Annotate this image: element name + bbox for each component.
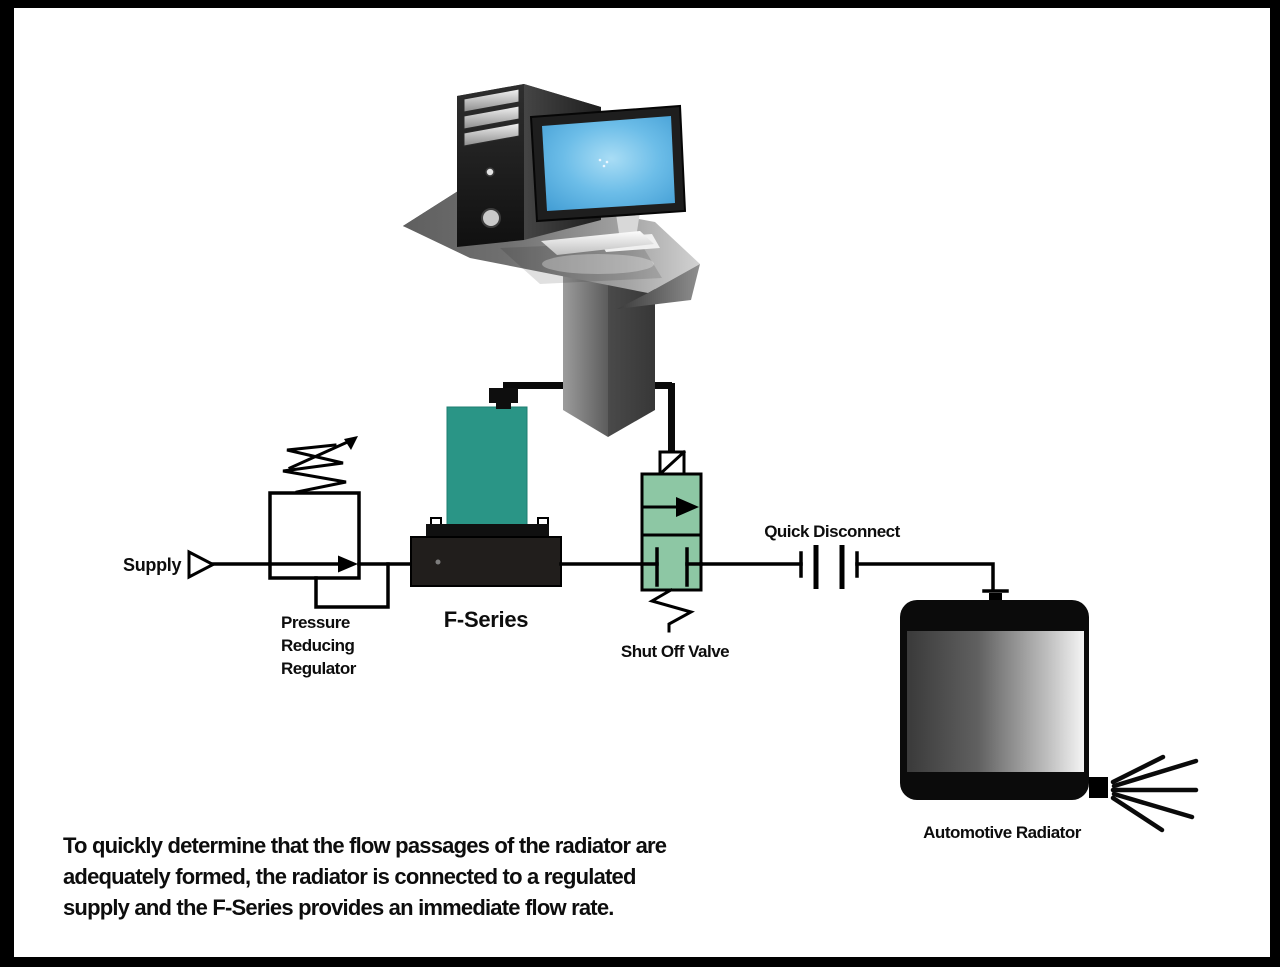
flow-meter-label: F-Series (444, 607, 528, 632)
caption: To quickly determine that the flow passa… (63, 833, 668, 920)
radiator-outlet (1089, 777, 1108, 798)
svg-text:Reducing: Reducing (281, 636, 355, 655)
shutoff-valve-symbol: Shut Off Valve (621, 449, 730, 661)
valve-port-ticks (640, 547, 703, 587)
radiator-label: Automotive Radiator (923, 823, 1082, 842)
diagram-canvas: Supply Pressure Reducing Regulator (14, 8, 1270, 957)
diagram-svg: Supply Pressure Reducing Regulator (63, 84, 1199, 920)
monitor-screen (542, 116, 675, 211)
power-button (485, 167, 495, 177)
vent-knob (481, 208, 501, 228)
meter-connector (489, 388, 518, 403)
keyboard-icon (541, 231, 654, 255)
supply-arrow-icon (187, 549, 217, 580)
radiator-core (907, 631, 1084, 772)
quick-disconnect-label: Quick Disconnect (764, 522, 900, 541)
flow-meter-icon: F-Series (410, 388, 562, 632)
computer-workstation-icon (403, 84, 700, 452)
caption-line-1: To quickly determine that the flow passa… (63, 833, 667, 858)
svg-text:Regulator: Regulator (281, 659, 357, 678)
valve-spring-icon (648, 587, 695, 633)
solenoid-actuator-icon (657, 449, 687, 477)
caption-line-2: adequately formed, the radiator is conne… (63, 864, 636, 889)
cursor-dots (598, 158, 609, 168)
regulator-label: Pressure Reducing Regulator (281, 613, 357, 678)
pressure-regulator-symbol: Pressure Reducing Regulator (268, 436, 413, 678)
shutoff-valve-label: Shut Off Valve (621, 642, 729, 661)
radiator-icon: Automotive Radiator (900, 589, 1199, 842)
quick-disconnect-symbol: Quick Disconnect (764, 522, 901, 589)
spray-icon (1110, 754, 1199, 833)
drive-bays (463, 88, 520, 147)
svg-text:Pressure: Pressure (281, 613, 350, 632)
supply-label: Supply (123, 555, 181, 575)
meter-base (410, 536, 562, 587)
regulator-spring-icon (282, 436, 358, 494)
supply-source: Supply (123, 549, 272, 580)
regulator-feedback-loop (314, 562, 390, 609)
caption-line-3: supply and the F-Series provides an imme… (63, 895, 614, 920)
